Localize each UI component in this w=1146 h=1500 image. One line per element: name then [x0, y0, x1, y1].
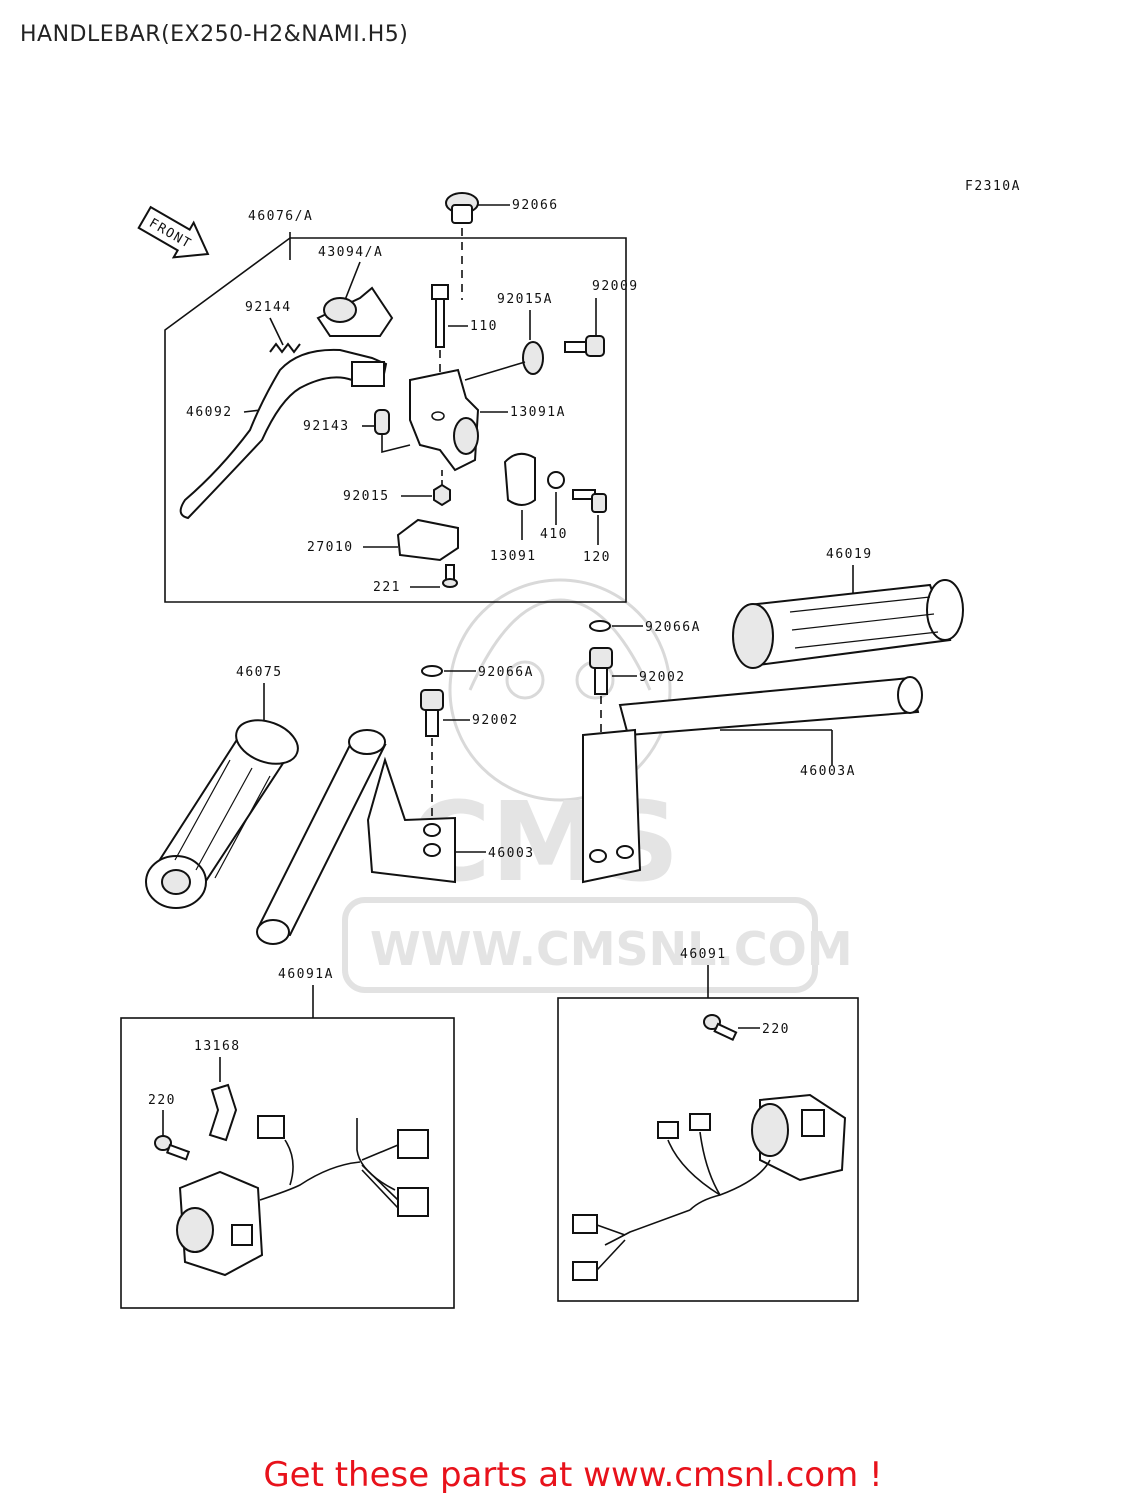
label-13168: 13168 [194, 1039, 241, 1054]
label-92015: 92015 [343, 489, 390, 504]
lever-assembly-box [164, 237, 627, 603]
label-92143: 92143 [303, 419, 350, 434]
label-46075: 46075 [236, 665, 283, 680]
label-110: 110 [470, 319, 498, 334]
switch-assembly-right-box [557, 997, 859, 1302]
holder-13091A [409, 368, 480, 472]
label-13091A: 13091A [510, 405, 566, 420]
screw-92009 [564, 335, 605, 357]
label-410: 410 [540, 527, 568, 542]
label-46091: 46091 [680, 947, 727, 962]
screw-220-left [154, 1135, 191, 1161]
screw-221 [442, 564, 458, 588]
label-92009: 92009 [592, 279, 639, 294]
washer-410 [547, 471, 565, 489]
label-92002-left: 92002 [472, 713, 519, 728]
bolt-110 [431, 284, 449, 348]
bushing-92143 [374, 409, 390, 435]
label-46019: 46019 [826, 547, 873, 562]
label-27010: 27010 [307, 540, 354, 555]
label-46003A: 46003A [800, 764, 856, 779]
figure-code: F2310A [965, 179, 1021, 194]
label-46091A: 46091A [278, 967, 334, 982]
label-92066: 92066 [512, 198, 559, 213]
adjuster-43094A [316, 286, 394, 337]
label-92066A-right: 92066A [645, 620, 701, 635]
label-120: 120 [583, 550, 611, 565]
switch-assembly-left-box [120, 1017, 455, 1309]
screw-220-right [703, 1014, 738, 1042]
grip-46019 [732, 579, 964, 669]
footer-cta[interactable]: Get these parts at www.cmsnl.com ! [263, 1455, 883, 1495]
label-13091: 13091 [490, 549, 537, 564]
nut-92015 [433, 483, 451, 507]
watermark-url: WWW.CMSNL.COM [370, 922, 853, 976]
clamp-13091 [503, 452, 536, 506]
label-221: 221 [373, 580, 401, 595]
label-92015A: 92015A [497, 292, 553, 307]
washer-92066A-left [421, 665, 443, 677]
switch-27010 [396, 518, 459, 562]
cap-92066 [445, 192, 479, 224]
switch-housing-left [176, 1115, 429, 1277]
nut-92015A [522, 341, 544, 375]
label-220-left: 220 [148, 1093, 176, 1108]
bolt-120 [572, 489, 607, 513]
label-43094A: 43094/A [318, 245, 383, 260]
washer-92066A-right [589, 620, 611, 632]
label-46003: 46003 [488, 846, 535, 861]
label-46092: 46092 [186, 405, 233, 420]
front-arrow-icon: FRONT [137, 205, 210, 259]
label-46076A: 46076/A [248, 209, 313, 224]
grip-46075 [145, 719, 299, 909]
bolt-92002-left [420, 689, 444, 737]
handlebar-46003A [582, 676, 923, 884]
label-220-right: 220 [762, 1022, 790, 1037]
label-92002-right: 92002 [639, 670, 686, 685]
label-92144: 92144 [245, 300, 292, 315]
parts-diagram: CMS WWW.CMSNL.COM F2310A FRONT 46076/A 9… [120, 179, 1021, 1309]
handlebar-46003 [256, 729, 456, 945]
lever-13168 [208, 1083, 238, 1142]
page-title: HANDLEBAR(EX250-H2&NAMI.H5) [20, 22, 409, 47]
bolt-92002-right [589, 647, 613, 695]
spring-92144 [269, 342, 301, 354]
label-92066A-left: 92066A [478, 665, 534, 680]
switch-housing-right [572, 1093, 847, 1281]
